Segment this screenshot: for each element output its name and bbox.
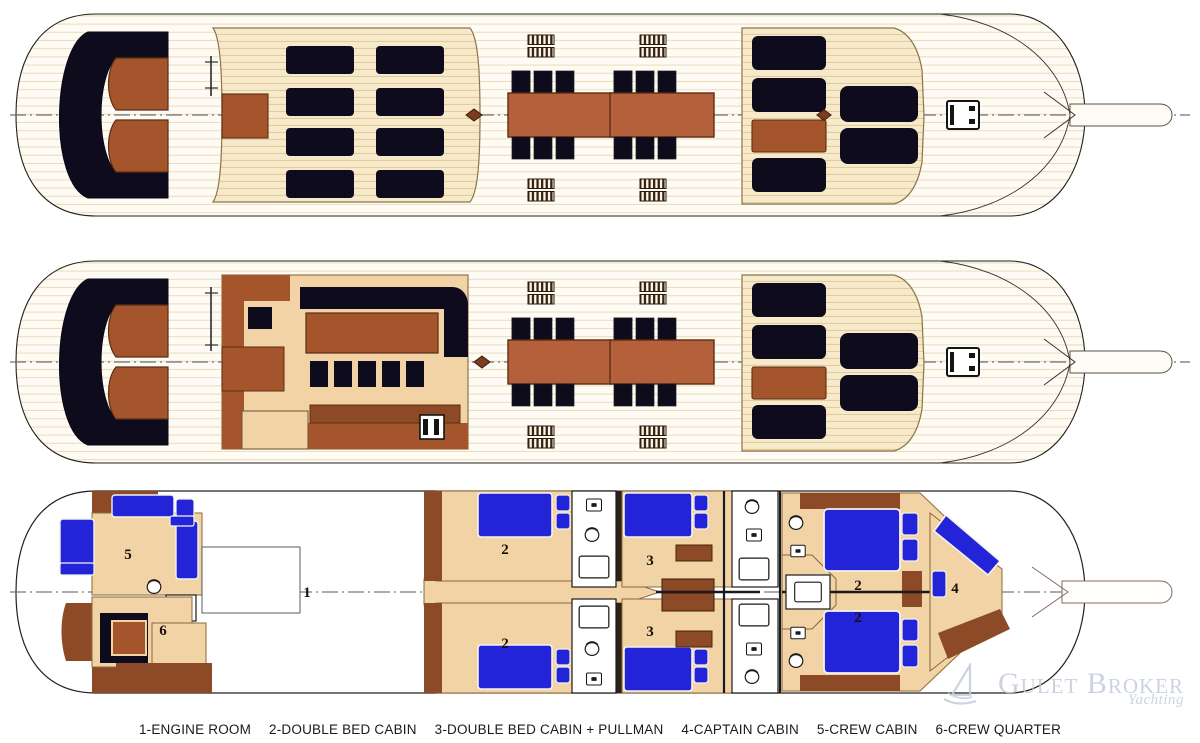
sink-icon: [790, 626, 806, 640]
deck-lower-deck: [10, 490, 1173, 694]
sun-mattress: [752, 36, 826, 70]
salon-chair: [382, 361, 400, 387]
crew-area-lower-deck: [59, 491, 301, 693]
shower-icon: [578, 555, 610, 579]
cabin-label-4: 4: [951, 581, 959, 597]
forward-sun-platform-sun-deck: [741, 27, 925, 205]
cabin-label-3b: 3: [646, 624, 654, 640]
sun-mattress: [752, 158, 826, 192]
guest-cabin-block: [423, 490, 782, 694]
deck-sun-deck: [9, 13, 1191, 217]
sun-mattress: [840, 333, 918, 369]
windlass: [946, 347, 980, 377]
wc-icon: [788, 515, 804, 530]
cabin-label-2c: 2: [854, 578, 862, 594]
salon-table: [305, 312, 439, 354]
salon-chair: [358, 361, 376, 387]
shower-icon: [738, 557, 770, 581]
sun-mattress: [840, 375, 918, 411]
cabin-label-2d: 2: [854, 610, 862, 626]
sun-mattress: [752, 405, 826, 439]
pullman-berth: [675, 630, 713, 648]
sink-icon: [745, 642, 763, 656]
cabin-label-2a: 2: [501, 542, 509, 558]
windlass: [946, 100, 980, 130]
sink-icon: [790, 544, 806, 558]
bowsprit-lower-deck: [1061, 580, 1173, 604]
crew-bunk: [175, 520, 199, 580]
deckhouse-sun-deck: [205, 27, 481, 203]
cabin-number-labels: 1 5 6 2 2 3 3 2 2 4: [124, 542, 959, 652]
deck-hatch: [751, 366, 827, 400]
cabin-label-5: 5: [124, 547, 132, 563]
shower-icon: [578, 605, 610, 629]
wc-icon: [788, 653, 804, 668]
sink-icon: [585, 672, 603, 686]
sun-mattress: [376, 88, 444, 116]
cabin-label-2b: 2: [501, 636, 509, 652]
wc-icon: [584, 641, 600, 656]
legend-item-3: 3-DOUBLE BED CABIN + PULLMAN: [434, 722, 664, 737]
crew-bunk: [111, 494, 175, 518]
sun-mattress: [286, 88, 354, 116]
sink-icon: [745, 528, 763, 542]
double-bed: [823, 508, 901, 572]
double-bed: [823, 610, 901, 674]
legend-item-5: 5-CREW CABIN: [816, 722, 918, 737]
forward-cabin-block: [781, 492, 1010, 692]
sun-mattress: [286, 46, 354, 74]
deck-main-deck: [9, 260, 1191, 464]
salon-chair: [334, 361, 352, 387]
sun-mattress: [752, 283, 826, 317]
forward-sun-platform-main-deck: [741, 274, 925, 452]
shower-icon: [794, 581, 822, 603]
sun-mattress: [286, 128, 354, 156]
cabin-label-3a: 3: [646, 553, 654, 569]
sun-mattress: [376, 46, 444, 74]
wc-icon: [584, 527, 600, 542]
helm-station: [419, 414, 445, 440]
sun-mattress: [376, 128, 444, 156]
aft-sofa-main-deck: [59, 278, 169, 446]
sun-mattress: [376, 170, 444, 198]
double-bed: [477, 644, 553, 690]
wc-icon: [744, 669, 760, 684]
legend-item-2: 2-DOUBLE BED CABIN: [269, 722, 417, 737]
sun-mattress: [840, 128, 918, 164]
sun-mattress: [752, 78, 826, 112]
deck-hatch: [751, 119, 827, 153]
cabin-label-1: 1: [303, 585, 311, 601]
double-bed: [623, 646, 693, 692]
legend-item-6: 6-CREW QUARTER: [935, 722, 1062, 737]
aft-sofa-sun-deck: [59, 31, 169, 199]
companionway-step: [661, 592, 715, 612]
shower-icon: [738, 603, 770, 627]
wc-icon: [744, 499, 760, 514]
wc-icon: [146, 579, 162, 594]
captain-bed: [932, 513, 1002, 577]
sun-mattress: [840, 86, 918, 122]
double-bed: [477, 492, 553, 538]
legend: 1-ENGINE ROOM 2-DOUBLE BED CABIN 3-DOUBL…: [0, 722, 1200, 737]
cabin-label-6: 6: [159, 623, 167, 639]
crew-bunk: [59, 518, 95, 566]
deckhouse-door: [221, 93, 269, 139]
sun-mattress: [752, 325, 826, 359]
salon-chair: [406, 361, 424, 387]
pullman-berth: [675, 544, 713, 562]
legend-item-1: 1-ENGINE ROOM: [138, 722, 252, 737]
double-bed: [623, 492, 693, 538]
sink-icon: [585, 498, 603, 512]
legend-item-4: 4-CAPTAIN CABIN: [681, 722, 799, 737]
sun-mattress: [286, 170, 354, 198]
salon-main-deck: [205, 274, 469, 450]
salon-chair: [310, 361, 328, 387]
